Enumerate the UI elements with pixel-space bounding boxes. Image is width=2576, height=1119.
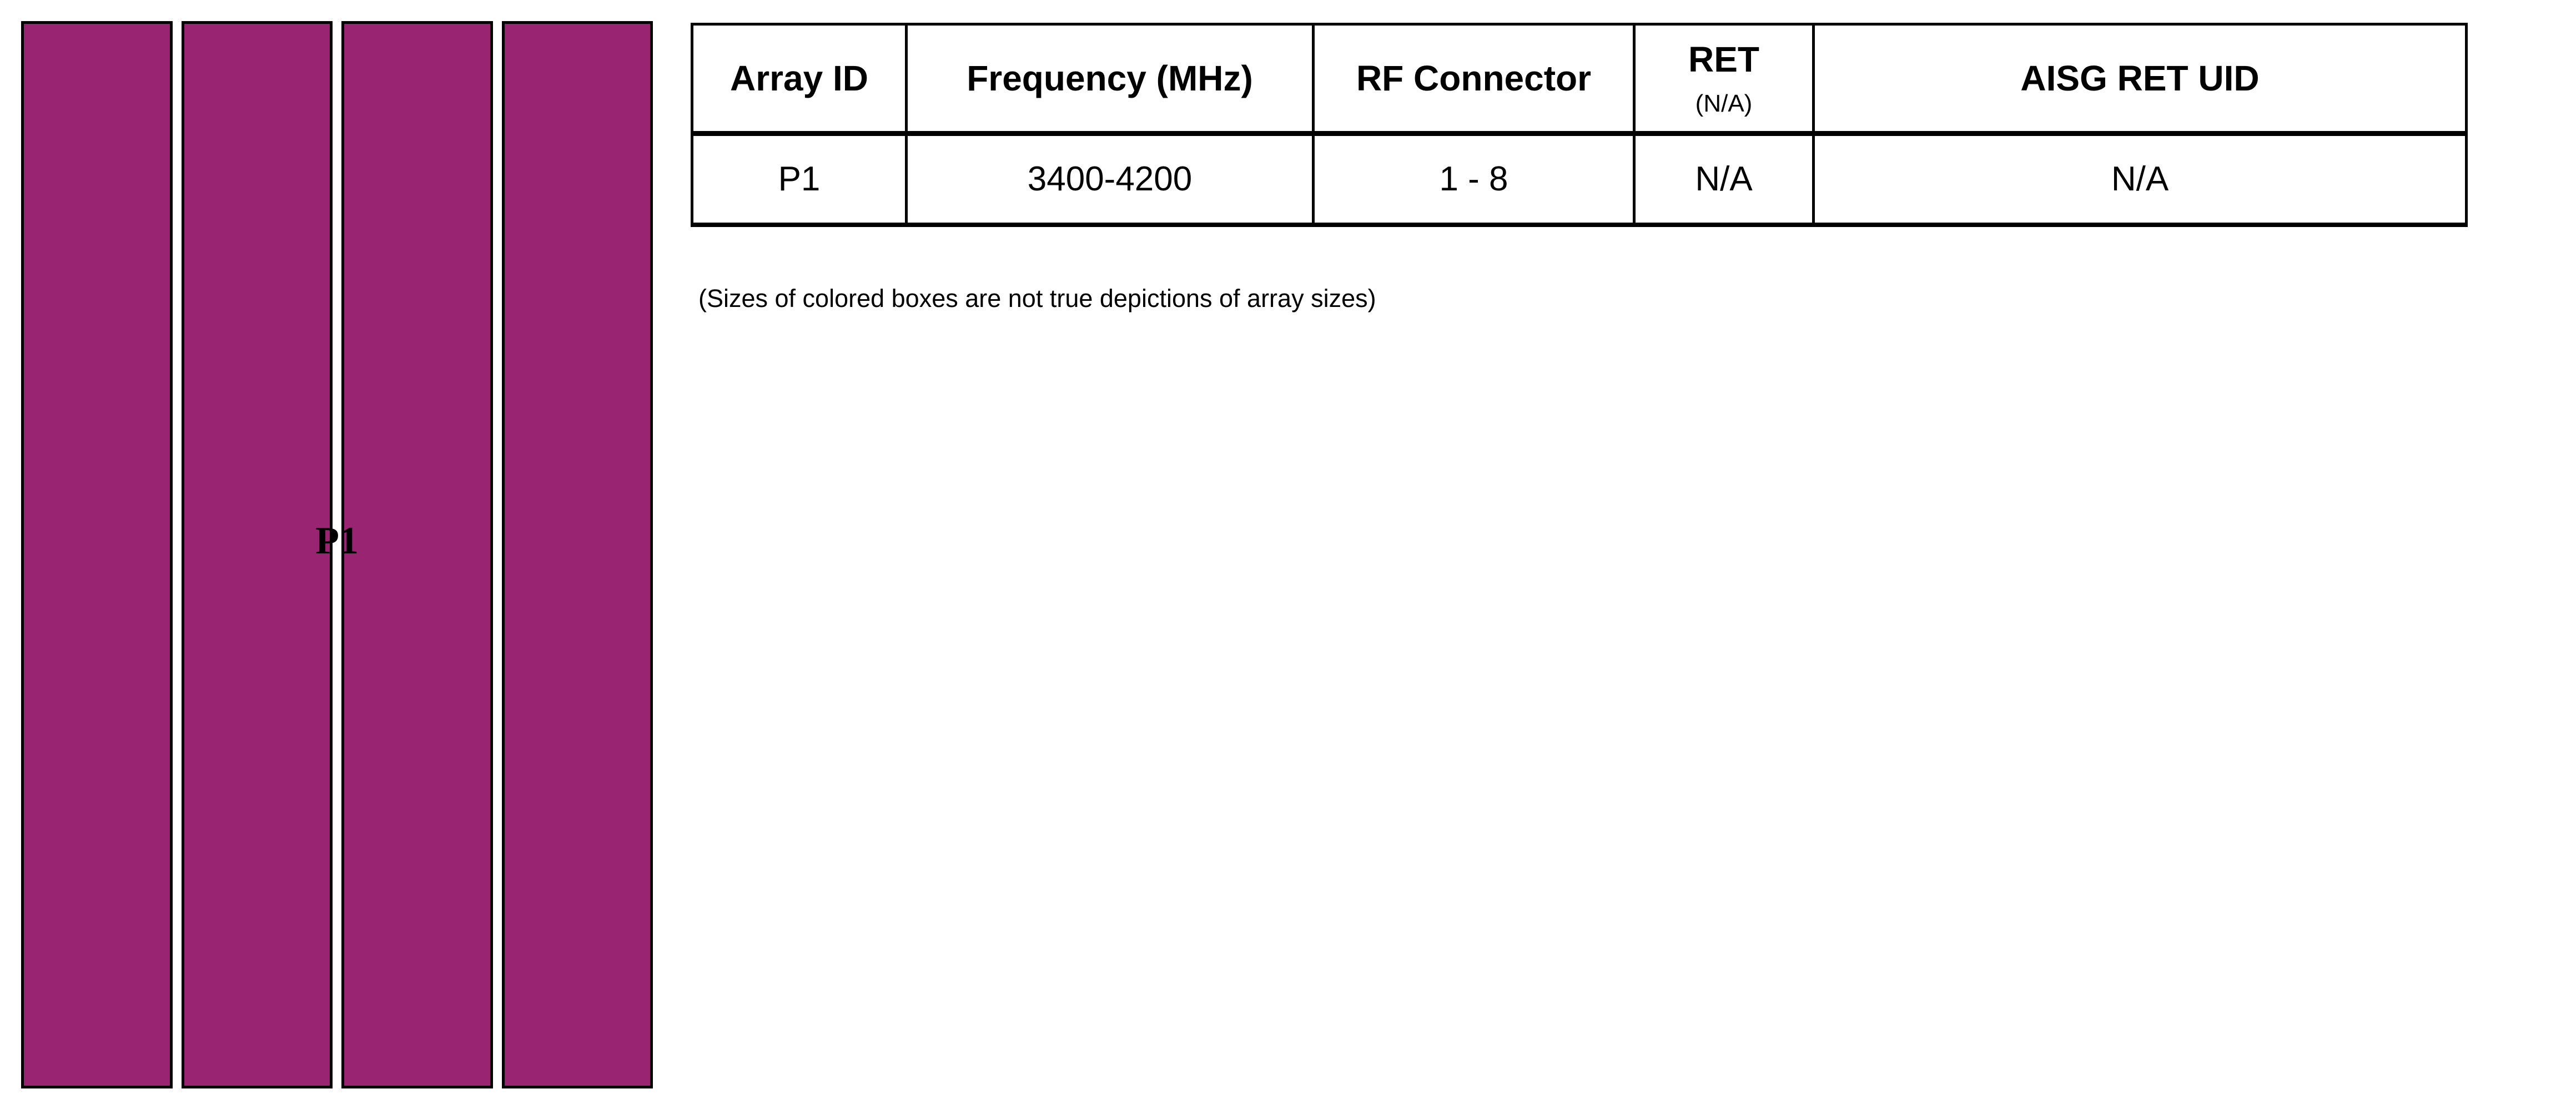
antenna-array-bar-2 — [181, 21, 333, 1088]
table-header-row: Array ID Frequency (MHz) RF Connector RE… — [691, 23, 2468, 136]
array-panel-label: P1 — [315, 519, 359, 562]
size-disclaimer-note: (Sizes of colored boxes are not true dep… — [698, 284, 1376, 312]
antenna-array-bar-1 — [21, 21, 173, 1088]
col-header-ret: RET (N/A) — [1633, 23, 1815, 136]
col-header-aisg-ret-uid: AISG RET UID — [1812, 23, 2468, 136]
cell-aisg-ret-uid: N/A — [1812, 132, 2468, 227]
cell-array-id: P1 — [691, 132, 908, 227]
col-header-array-id: Array ID — [691, 23, 908, 136]
col-header-ret-sublabel: (N/A) — [1695, 90, 1753, 117]
antenna-array-bar-4 — [501, 21, 653, 1088]
antenna-array-panel: P1 — [21, 21, 653, 1088]
col-header-rf-connector: RF Connector — [1312, 23, 1636, 136]
array-spec-table: Array ID Frequency (MHz) RF Connector RE… — [691, 23, 2468, 227]
cell-rf-connector: 1 - 8 — [1312, 132, 1636, 227]
cell-ret: N/A — [1633, 132, 1815, 227]
col-header-frequency: Frequency (MHz) — [905, 23, 1315, 136]
antenna-array-bar-3 — [341, 21, 493, 1088]
cell-frequency: 3400-4200 — [905, 132, 1315, 227]
col-header-ret-label: RET — [1688, 39, 1759, 79]
table-row: P1 3400-4200 1 - 8 N/A N/A — [691, 132, 2468, 227]
